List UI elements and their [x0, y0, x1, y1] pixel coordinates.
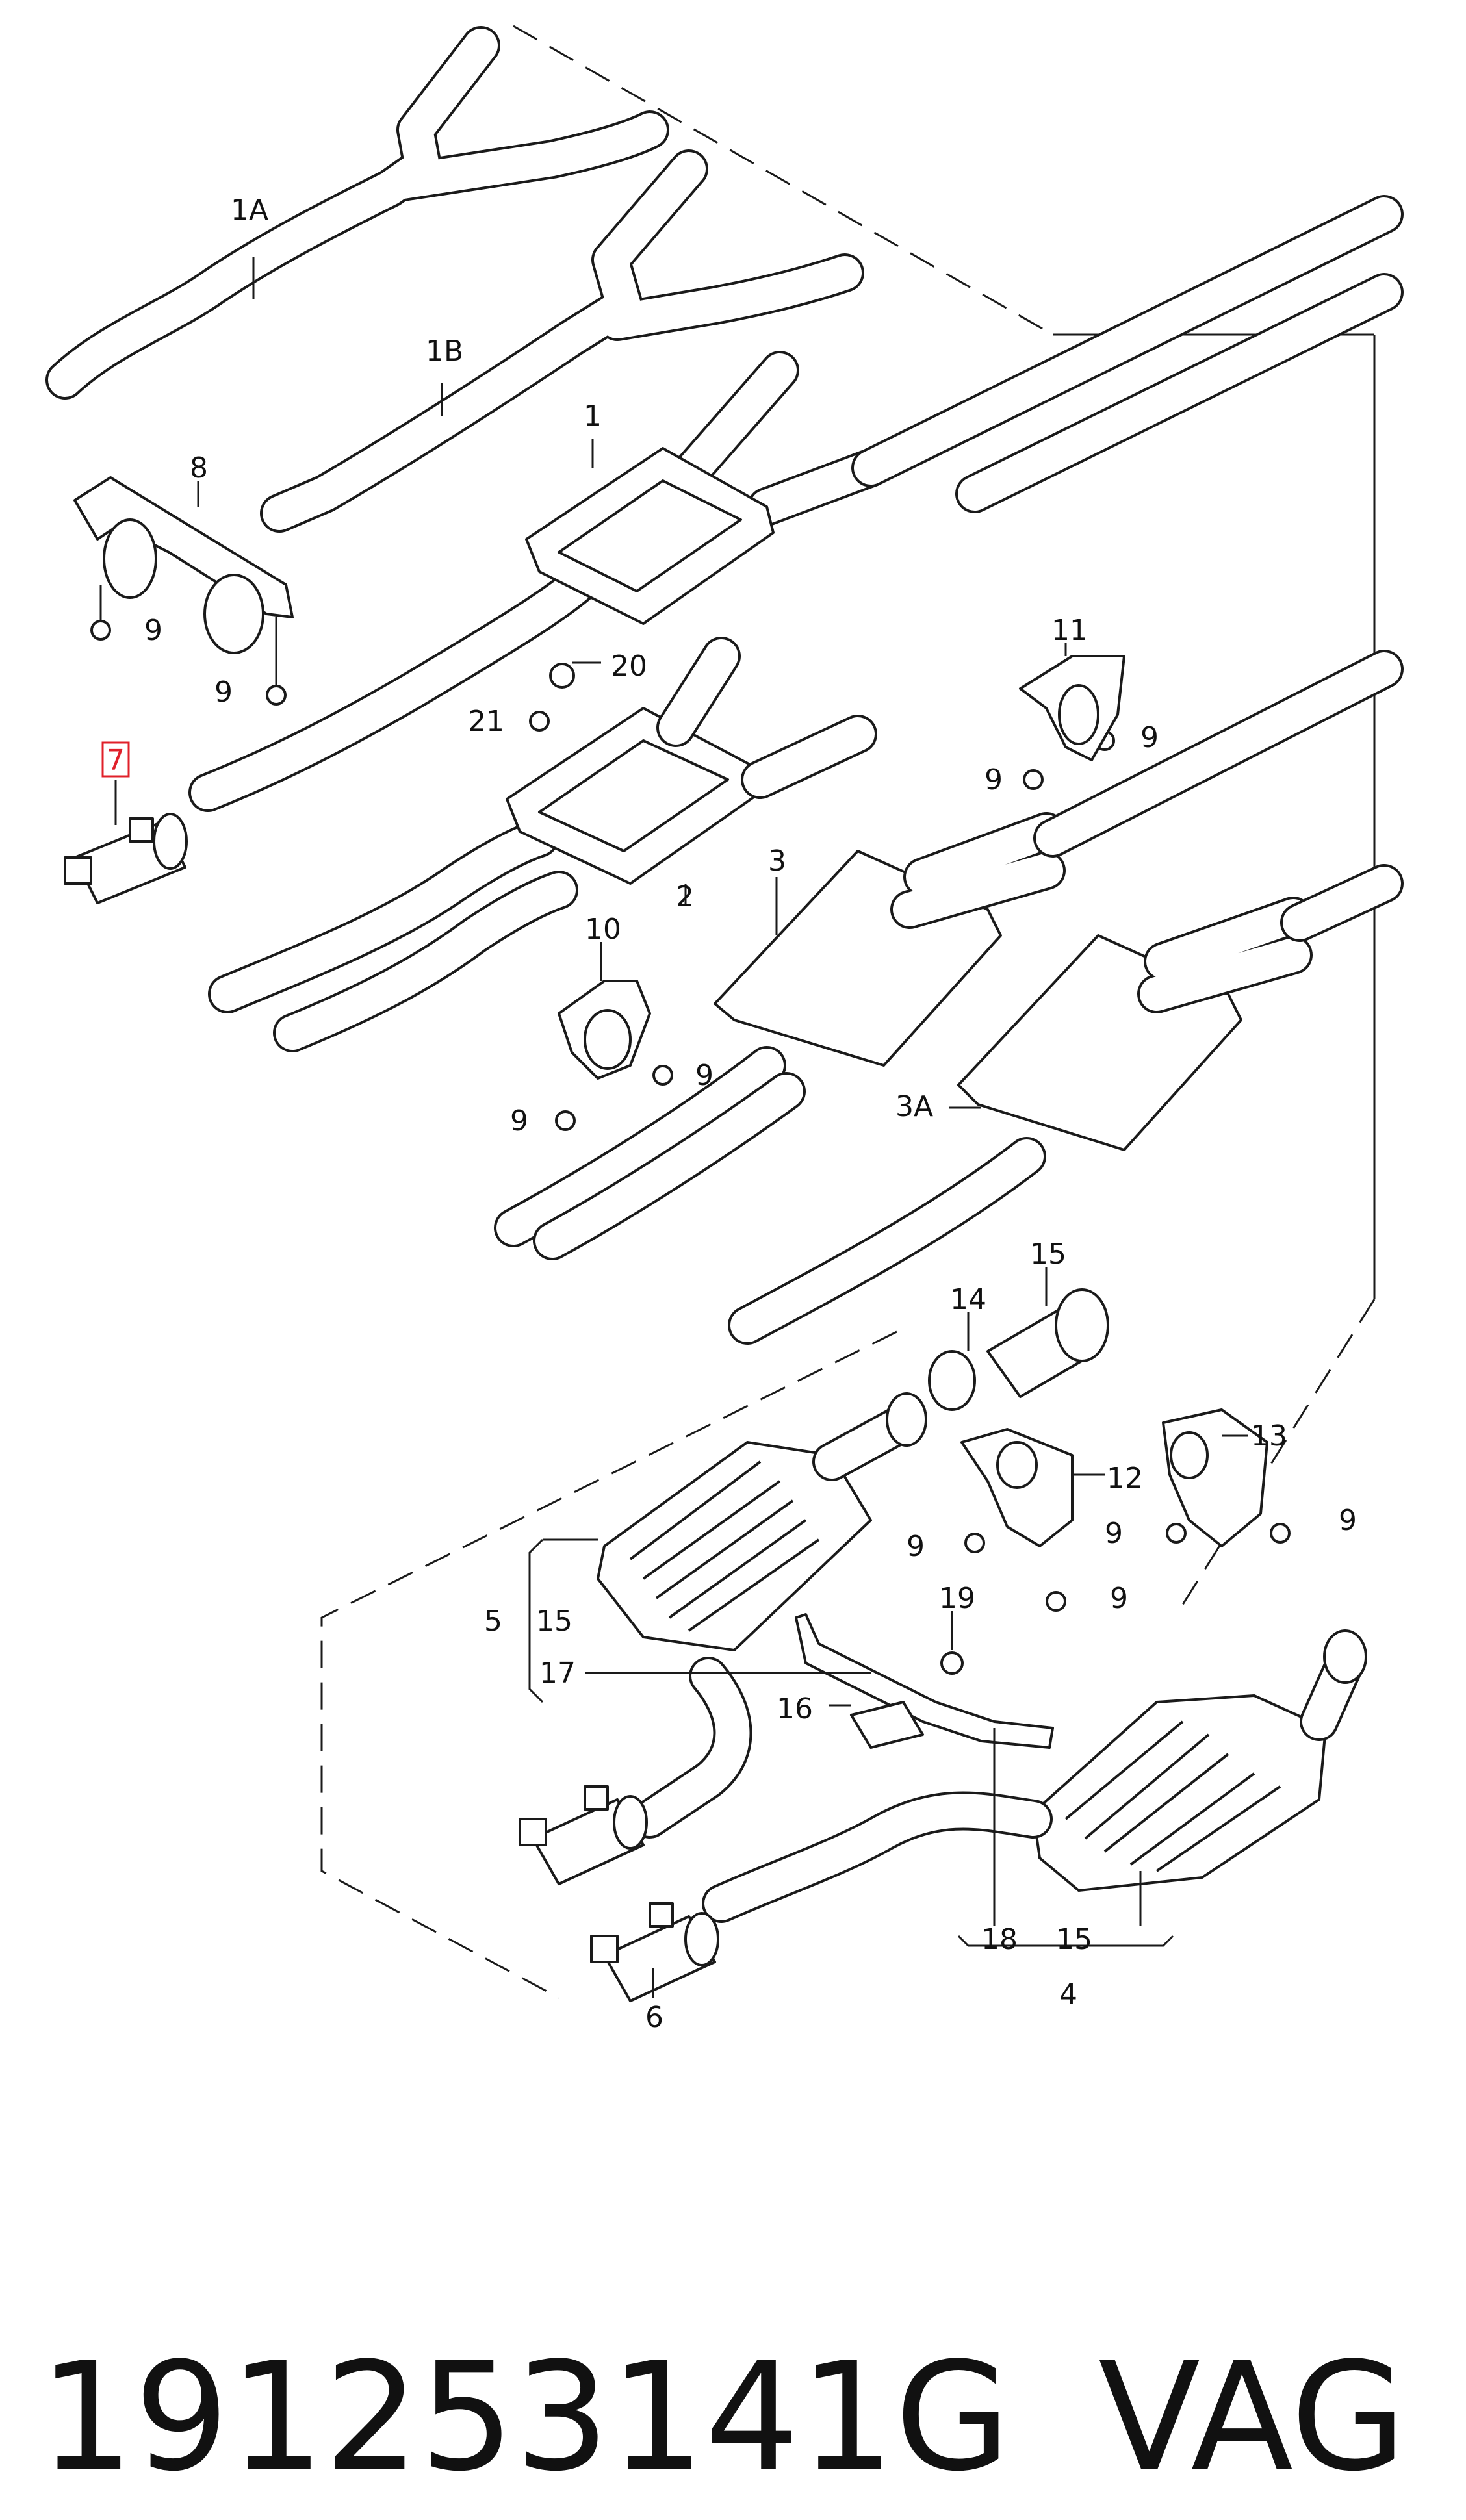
label-15c: 15 — [1056, 1923, 1092, 1956]
label-3A: 3A — [895, 1090, 933, 1123]
heat-shield-strap — [795, 1613, 1054, 1749]
label-1: 1 — [584, 400, 602, 433]
label-2: 2 — [676, 880, 694, 913]
label-4: 4 — [1059, 1978, 1077, 2011]
hanger-10 — [558, 980, 651, 1080]
label-7: 7 — [107, 744, 125, 777]
label-9i: 9 — [907, 1530, 925, 1563]
label-3: 3 — [768, 845, 786, 878]
footer-caption: 191253141G VAG — [39, 2331, 1406, 2504]
label-9g: 9 — [1339, 1504, 1357, 1537]
label-9a: 9 — [144, 614, 162, 647]
label-18: 18 — [981, 1923, 1018, 1956]
rear-silencer-3 — [494, 650, 1404, 1260]
label-1B: 1B — [426, 335, 463, 368]
label-9j: 9 — [1110, 1582, 1128, 1615]
label-13: 13 — [1251, 1419, 1287, 1453]
label-19: 19 — [939, 1582, 975, 1615]
catalytic-converter-1 — [188, 195, 1404, 812]
label-9d: 9 — [984, 763, 1003, 796]
silencer-4 — [702, 1629, 1367, 1923]
label-10: 10 — [585, 913, 621, 946]
label-15a: 15 — [1030, 1238, 1066, 1271]
clamp-7 — [64, 813, 188, 904]
label-9e: 9 — [695, 1059, 714, 1092]
label-12: 12 — [1107, 1462, 1143, 1495]
front-pipe-1A — [45, 26, 669, 400]
label-11: 11 — [1051, 614, 1088, 647]
part-number: 191253141G — [39, 2331, 1010, 2504]
hanger-11 — [1019, 655, 1125, 761]
clamp-6-lower — [590, 1902, 719, 2002]
silencer-5 — [597, 1392, 927, 1839]
label-17: 17 — [539, 1657, 576, 1690]
bolt-set — [90, 620, 1291, 1675]
label-20: 20 — [611, 650, 647, 683]
label-16: 16 — [777, 1692, 813, 1725]
label-8: 8 — [190, 452, 208, 485]
label-9h: 9 — [1105, 1517, 1123, 1550]
callout-labels: 1A 1B 1 8 9 9 20 21 7 11 9 9 2 3 10 9 9 … — [101, 194, 1357, 2034]
catalytic-converter-2 — [208, 637, 877, 1052]
rear-silencer-3A — [728, 864, 1404, 1345]
label-21: 21 — [468, 705, 504, 738]
label-6: 6 — [645, 2001, 663, 2034]
label-14: 14 — [950, 1283, 986, 1316]
bracket-8 — [73, 476, 294, 689]
front-pipe-1B — [260, 149, 864, 533]
label-9c: 9 — [1140, 721, 1159, 754]
label-5: 5 — [484, 1605, 502, 1638]
hanger-12 — [960, 1428, 1074, 1547]
tailpipe-15 — [928, 1288, 1109, 1411]
brand-name: VAG — [1098, 2331, 1406, 2504]
label-15b: 15 — [536, 1605, 572, 1638]
highlight-box-7 — [101, 741, 130, 778]
label-9b: 9 — [214, 676, 233, 709]
label-9f: 9 — [510, 1104, 528, 1138]
label-1A: 1A — [231, 194, 268, 227]
leader-lines — [114, 257, 1248, 1998]
clamp-6-upper — [519, 1785, 648, 1885]
hanger-13 — [1162, 1408, 1268, 1547]
